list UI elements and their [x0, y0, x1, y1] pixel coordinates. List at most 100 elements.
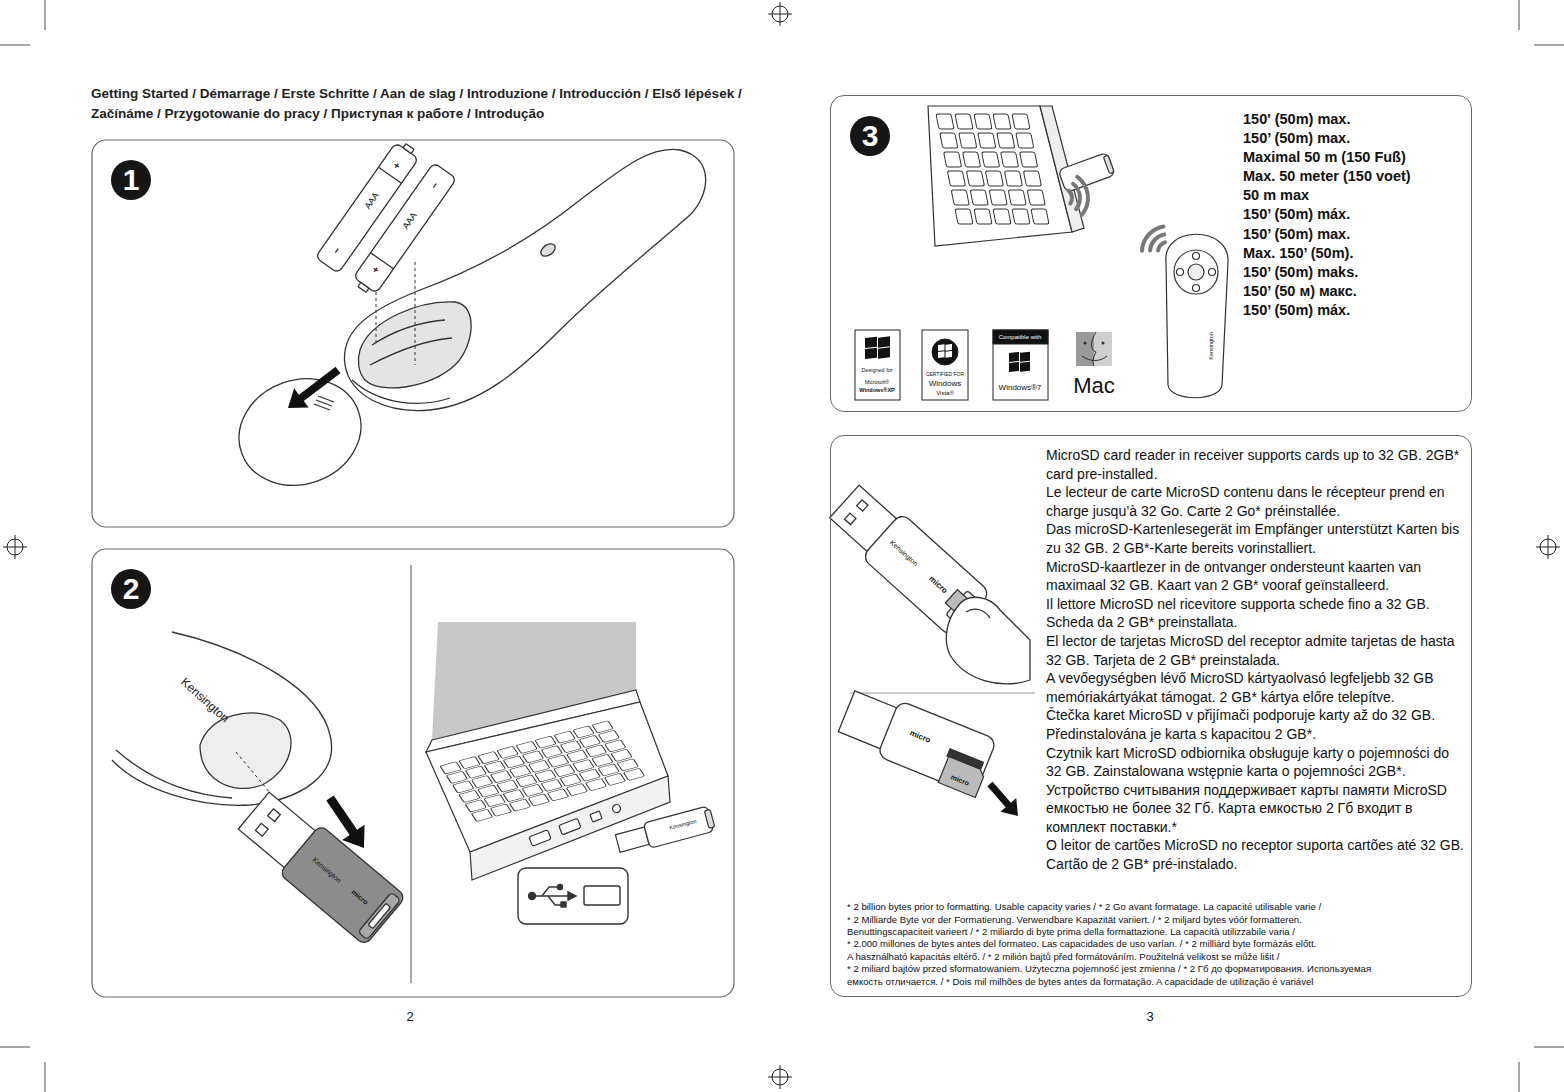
laptop [1001, 152, 1019, 167]
usb-receiver [614, 806, 715, 856]
instruction-text: Max. 50 meter (150 voet) [1243, 167, 1468, 186]
laptop [559, 818, 581, 835]
os-logo [865, 335, 890, 360]
crop-mark [1534, 45, 1564, 46]
laptop [985, 171, 1003, 186]
instruction-text: 150’ (50m) max. [1243, 129, 1468, 148]
crop-mark [1519, 0, 1520, 30]
laptop [951, 190, 969, 205]
usb-port-symbol [532, 895, 568, 896]
panel-divider [411, 565, 412, 983]
laptop [955, 114, 973, 129]
laptop [470, 776, 670, 880]
usb-port-symbol [518, 868, 628, 924]
leader-line [415, 262, 416, 365]
presenter-remote [1174, 250, 1218, 294]
logo-text: Compatible with [999, 334, 1042, 340]
presenter-remote [358, 302, 471, 388]
text-column: 150' (50m) max.150’ (50m) max.Maximal 50… [1243, 110, 1468, 320]
logo-text: Windows®XP [859, 388, 894, 394]
footnote-line: * 2 billion bytes prior to formatting. U… [847, 901, 1321, 913]
logo-text: Windows [929, 380, 961, 388]
instruction-text: Max. 150’ (50m). [1243, 244, 1468, 263]
laptop [490, 804, 511, 816]
laptop [947, 171, 965, 186]
usb-receiver [704, 809, 714, 828]
os-logo [855, 330, 900, 400]
laptop [590, 811, 602, 822]
crop-mark [1534, 1047, 1564, 1048]
footnote-line: * 2.000 millones de bytes antes del form… [847, 938, 1316, 950]
laptop [1023, 171, 1041, 186]
os-logo [938, 351, 945, 358]
presenter-remote [1209, 269, 1216, 276]
os-logo [1084, 342, 1087, 345]
page-title: Getting Started / Démarrage / Erste Schr… [91, 84, 751, 124]
usb-port-symbol [518, 868, 628, 924]
laptop [936, 114, 954, 129]
laptop [1004, 171, 1022, 186]
laptop [1016, 133, 1034, 148]
os-logo [993, 330, 1048, 400]
step-number: 2 [123, 574, 140, 604]
laptop [623, 768, 644, 780]
usb-receiver [615, 827, 649, 852]
registration-mark [3, 2, 1560, 1089]
usb-port-symbol [584, 886, 620, 905]
os-logo [1009, 362, 1019, 372]
crop-mark [0, 45, 30, 46]
laptop [566, 784, 587, 796]
laptop [604, 773, 625, 785]
aaa-battery [351, 163, 457, 298]
usb-receiver [279, 825, 406, 946]
page-number: 2 [406, 1010, 413, 1023]
laptop [440, 721, 645, 822]
wireless-signal [1071, 182, 1082, 211]
instruction-text: El lector de tarjetas MicroSD del recept… [1046, 632, 1466, 669]
presenter-remote [1193, 253, 1200, 260]
logo-text: Vista® [936, 390, 954, 396]
laptop [1008, 190, 1026, 205]
footnote-line: Benuttingscapaciteit varieert / * 2 mili… [847, 926, 1295, 938]
step-number-circle: 1 [111, 160, 151, 200]
os-logo [946, 344, 953, 351]
laptop [585, 778, 606, 790]
battery-cover [224, 362, 376, 502]
laptop [963, 152, 981, 167]
instruction-text: Das microSD-Kartenlesegerät im Empfänger… [1046, 520, 1466, 557]
laptop [440, 721, 645, 822]
registration-mark [1548, 535, 1549, 559]
logo-text: Designed for [861, 368, 892, 374]
aaa-battery [315, 139, 456, 298]
usb-receiver [1103, 155, 1114, 174]
footnote-line: A használható kapacitás eltérő. / * 2 mi… [847, 951, 1279, 963]
aaa-battery [353, 163, 456, 294]
usb-receiver [268, 809, 281, 822]
instruction-text: 150' (50m) max. [1243, 110, 1468, 129]
presenter-remote [1193, 285, 1200, 292]
finger [946, 597, 1030, 684]
laptop [974, 209, 992, 224]
logo-text: Microsoft® [865, 380, 889, 385]
os-logo [993, 330, 1048, 344]
os-logo [1009, 352, 1019, 362]
laptop [974, 114, 992, 129]
laptop [993, 114, 1011, 129]
wireless-signal [1067, 175, 1167, 253]
laptop [997, 133, 1015, 148]
laptop [509, 799, 530, 811]
crop-mark [1519, 1062, 1520, 1092]
usb-receiver [233, 786, 406, 946]
crop-mark [0, 1047, 30, 1048]
os-logo [1076, 332, 1094, 366]
registration-mark [780, 1065, 781, 1089]
instruction-text: Čtečka karet MicroSD v přijímači podporu… [1046, 706, 1466, 743]
os-logo [865, 348, 877, 359]
wireless-signal [1075, 175, 1090, 217]
wireless-signal [1140, 224, 1165, 252]
presenter-remote [1166, 234, 1228, 398]
instruction-text: 50 m max [1243, 186, 1468, 205]
registration-mark [15, 535, 16, 559]
